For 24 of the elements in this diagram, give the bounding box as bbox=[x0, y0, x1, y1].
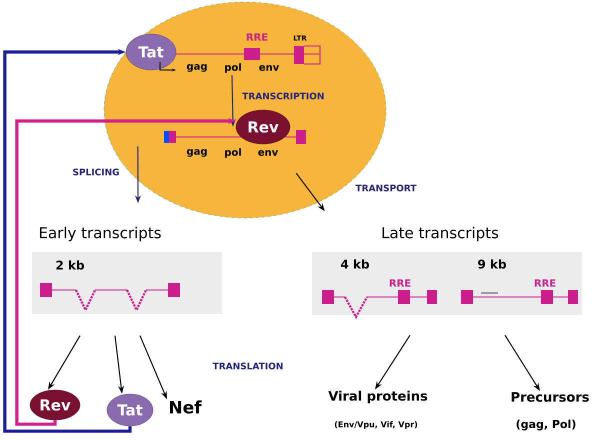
rre-label: RRE bbox=[534, 279, 556, 287]
gene-label: gag bbox=[186, 149, 207, 157]
edge-label: SPLICING bbox=[73, 168, 119, 176]
size-label: 9 kb bbox=[478, 259, 506, 269]
edge-label: TRANSCRIPTION bbox=[242, 92, 324, 100]
protein-label: Nef bbox=[170, 400, 202, 414]
gene-label: pol bbox=[225, 63, 241, 73]
protein-list: (gag, Pol) bbox=[516, 420, 576, 430]
protein-label: Viral proteins bbox=[328, 390, 428, 404]
edge-label: TRANSPORT bbox=[356, 184, 416, 192]
arrow bbox=[3, 48, 132, 433]
protein-label: Precursors bbox=[512, 392, 589, 402]
size-label: 4 kb bbox=[341, 259, 369, 269]
rre-label: RRE bbox=[390, 279, 410, 287]
gene-label: gag bbox=[186, 64, 207, 72]
gene-label: pol bbox=[225, 148, 241, 158]
rre-label: RRE bbox=[246, 33, 268, 41]
section-heading: Early transcripts bbox=[40, 226, 161, 242]
size-label: 2 kb bbox=[56, 260, 84, 270]
section-heading: Late transcripts bbox=[382, 226, 498, 242]
step-label: TRANSLATION bbox=[212, 362, 283, 370]
protein-list: (Env/Vpu, Vif, Vpr) bbox=[334, 421, 418, 429]
gene-label: env bbox=[258, 150, 278, 156]
gene-label: env bbox=[259, 65, 280, 71]
